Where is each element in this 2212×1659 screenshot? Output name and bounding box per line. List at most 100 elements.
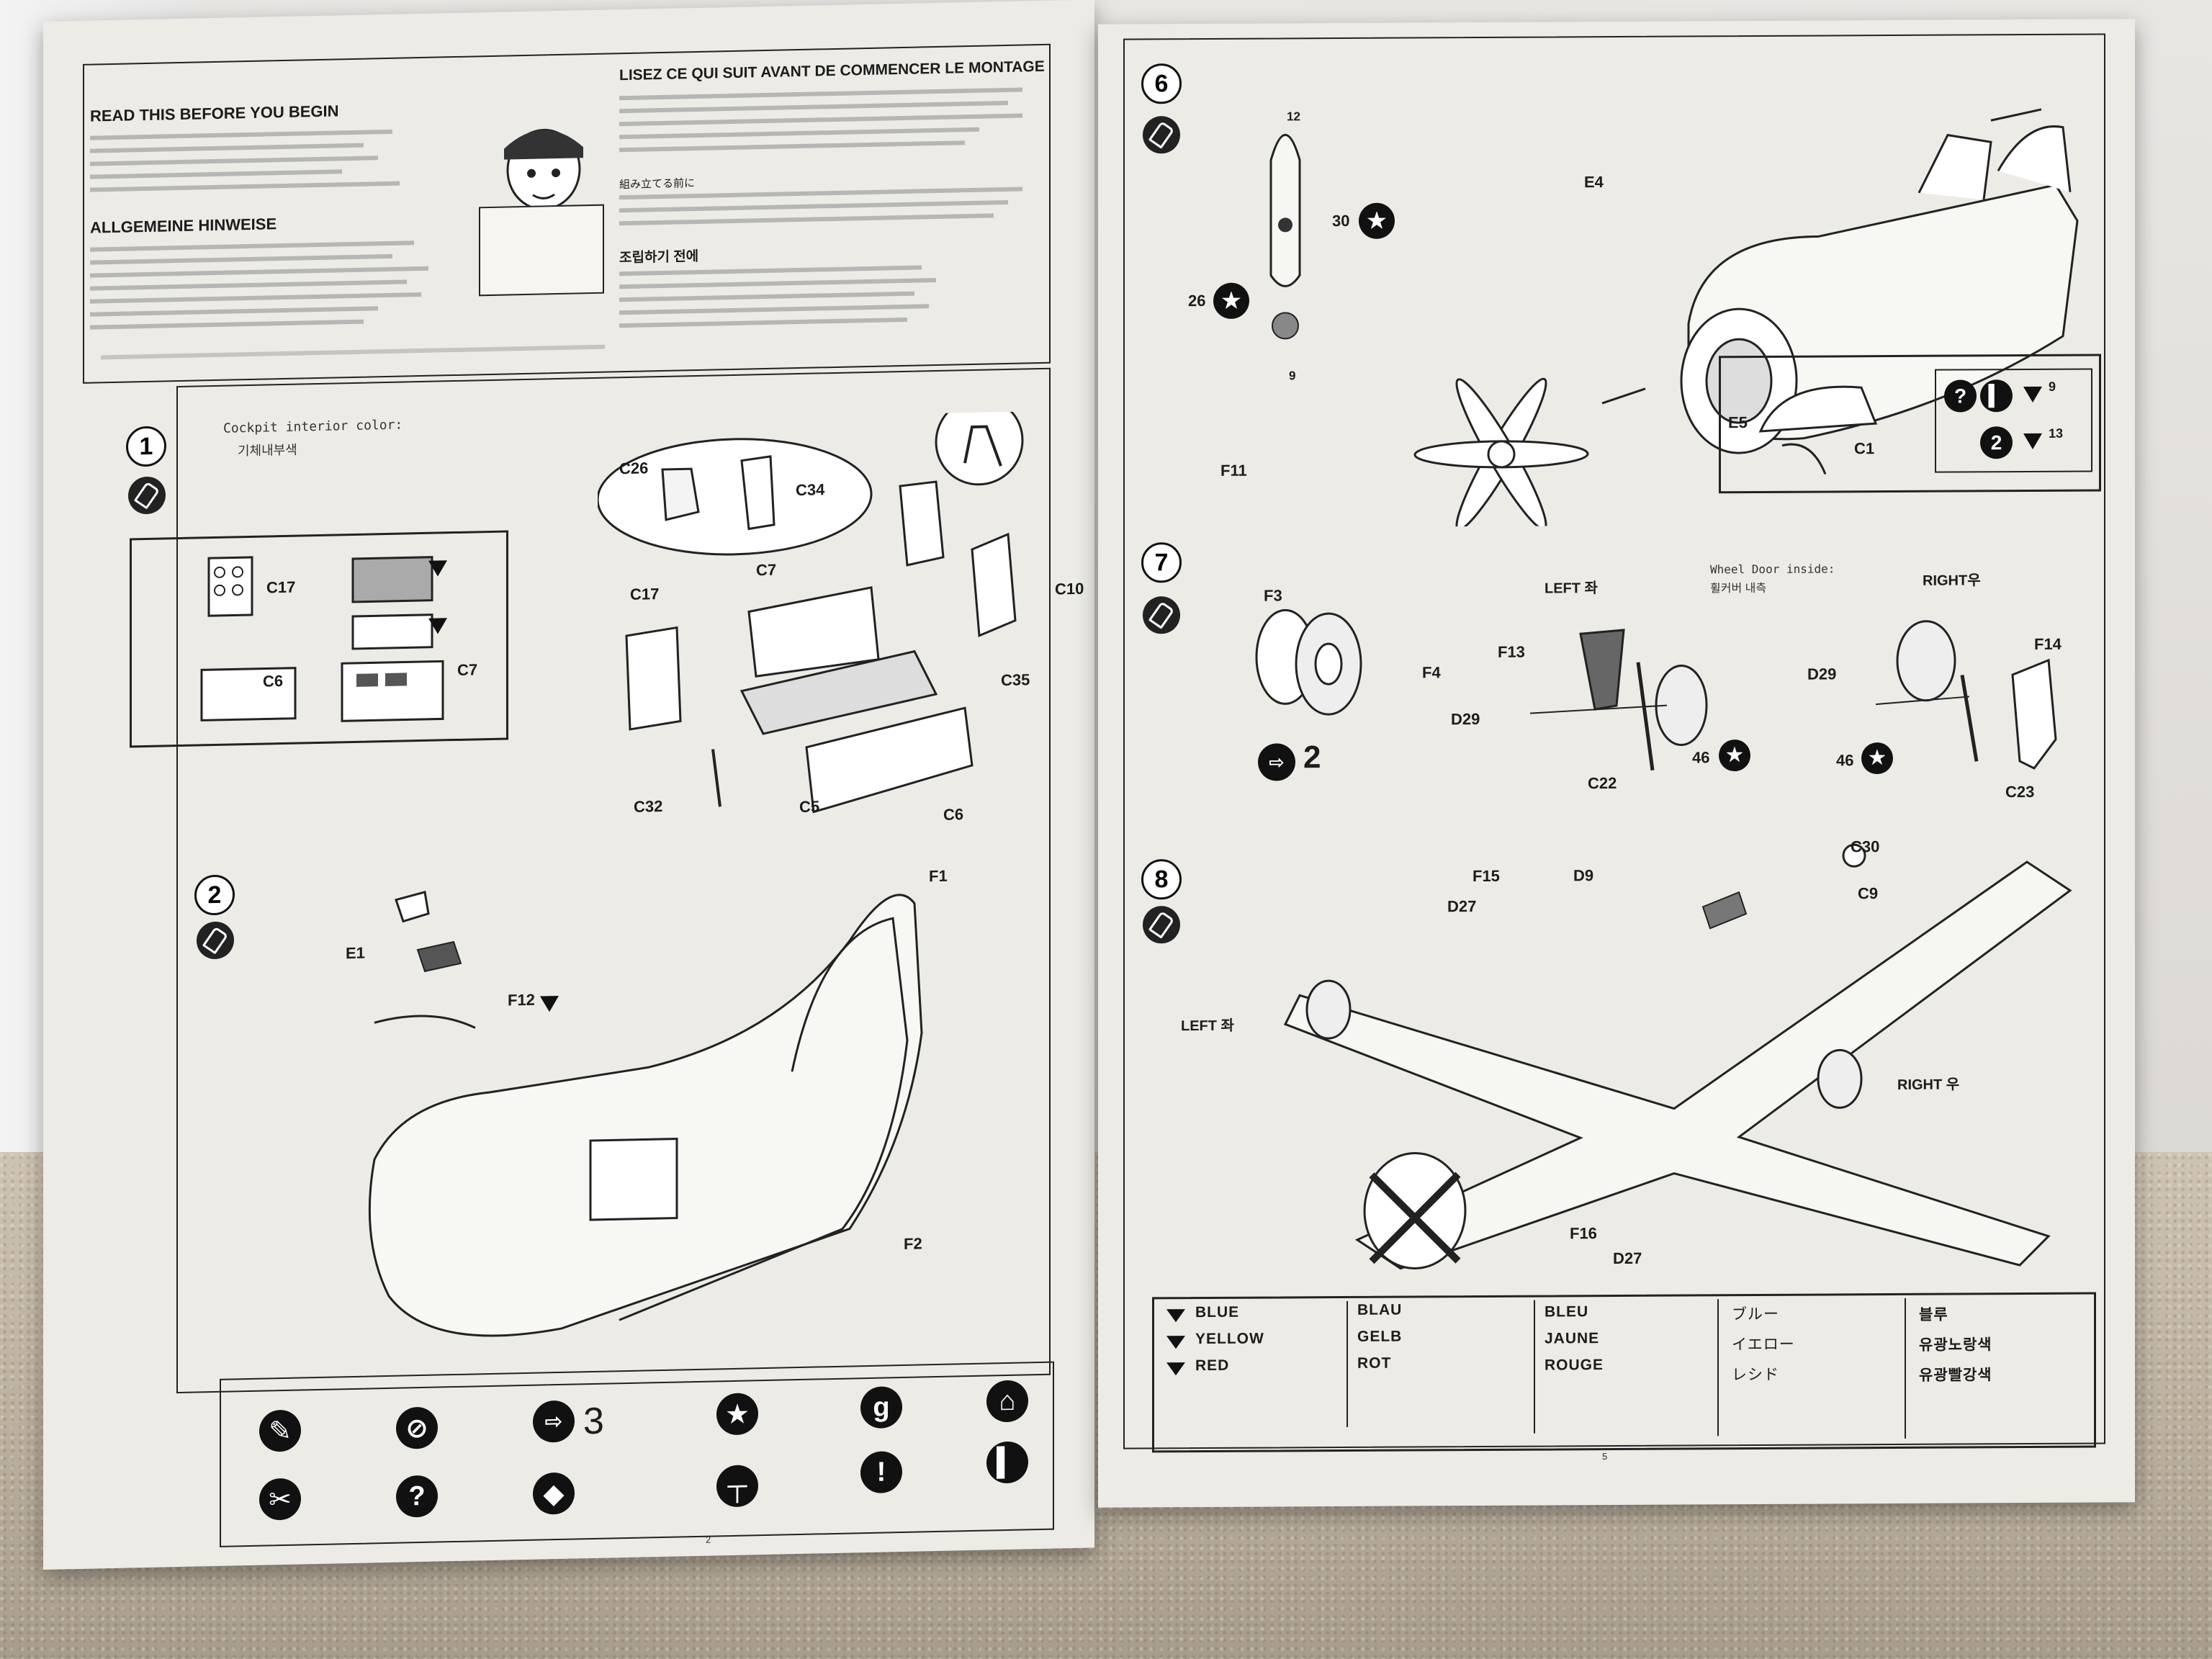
repeat-operation-icon: ⇨ xyxy=(1258,743,1295,781)
color-french: BLEU xyxy=(1545,1303,1589,1321)
decal-star-icon: ★ xyxy=(1861,742,1893,775)
part-label: C10 xyxy=(1055,579,1084,598)
paint-code-icon xyxy=(2023,433,2042,450)
part-label: C9 xyxy=(1858,884,1879,903)
part-label: C6 xyxy=(263,672,284,691)
part-label: C17 xyxy=(266,577,296,597)
color-german: ROT xyxy=(1357,1354,1392,1372)
part-label: C1 xyxy=(1854,439,1875,458)
part-label: F4 xyxy=(1422,663,1441,682)
warning-japanese: 組み立てる前に xyxy=(619,177,696,192)
part-label: D27 xyxy=(1613,1249,1642,1268)
instruction-page-right: 6 12 30 ★ 26 ★ 9 E4 F11 E5 C1 ? ▍ 9 2 xyxy=(1098,19,2135,1508)
paint-code-label: 13 xyxy=(2049,426,2064,441)
symbol-legend xyxy=(220,1361,1054,1547)
drop-tank-drawing xyxy=(1269,134,1301,340)
color-french: JAUNE xyxy=(1545,1330,1600,1347)
option-two-icon: 2 xyxy=(1980,426,2013,459)
part-label: 46 xyxy=(1836,751,1854,770)
step-1-interior-korean: 기체내부색 xyxy=(238,442,297,459)
cement-icon xyxy=(1143,116,1180,154)
part-label: C35 xyxy=(1001,670,1030,690)
step-1-detail-drawing xyxy=(200,556,444,722)
part-label: D29 xyxy=(1807,665,1837,683)
part-label: C30 xyxy=(1851,837,1880,856)
airplane-underside-drawing xyxy=(1283,843,2072,1270)
part-label: C6 xyxy=(943,805,964,824)
part-label: C22 xyxy=(1588,773,1617,793)
part-label: F13 xyxy=(1498,642,1525,661)
part-label: F15 xyxy=(1473,866,1500,886)
part-label: C5 xyxy=(799,797,820,817)
part-label: C7 xyxy=(756,560,777,580)
part-label: D29 xyxy=(1451,709,1480,729)
part-label: C7 xyxy=(457,660,478,679)
color-korean: 유광노랑색 xyxy=(1919,1336,1992,1354)
wheel-door-korean: 휠커버 내측 xyxy=(1710,582,1767,595)
part-label: 9 xyxy=(1289,369,1296,383)
wheel-door-note: Wheel Door inside: xyxy=(1710,562,1835,577)
decal-star-icon: ★ xyxy=(1719,739,1750,772)
color-japanese: イエロー xyxy=(1732,1336,1795,1354)
fuselage-assembly-drawing xyxy=(368,891,923,1337)
color-german: GELB xyxy=(1357,1328,1403,1345)
fuselage-nose-drawing xyxy=(1413,108,2079,528)
part-label: E5 xyxy=(1728,413,1748,432)
part-label: F2 xyxy=(904,1234,922,1253)
step-7-number: 7 xyxy=(1141,542,1182,583)
paint-code-label: 9 xyxy=(2049,379,2056,394)
part-label: C17 xyxy=(630,585,660,603)
warning-korean: 조립하기 전에 xyxy=(619,248,699,266)
cement-icon xyxy=(1143,906,1180,944)
part-label: E1 xyxy=(346,943,365,963)
step-8-number: 8 xyxy=(1141,859,1182,900)
part-label: C32 xyxy=(634,796,663,816)
color-french: ROUGE xyxy=(1545,1357,1604,1374)
part-label: 26 xyxy=(1188,291,1206,310)
color-korean: 블루 xyxy=(1919,1306,1948,1323)
cement-icon xyxy=(128,476,166,515)
part-label: D27 xyxy=(1447,897,1477,916)
landing-gear-drawing xyxy=(1529,620,2057,771)
part-label: F16 xyxy=(1570,1224,1597,1243)
color-japanese: ブルー xyxy=(1732,1305,1779,1323)
part-label: C23 xyxy=(2005,782,2035,801)
part-label: D9 xyxy=(1573,866,1594,885)
left-side-label: LEFT 좌 xyxy=(1545,580,1598,597)
part-label: F12 xyxy=(508,990,535,1010)
step-1-number: 1 xyxy=(126,426,166,467)
cockpit-assembly-drawing xyxy=(598,410,1024,814)
right-side-label: RIGHT우 xyxy=(1923,572,1981,589)
paint-code-icon xyxy=(428,618,447,634)
part-label: F11 xyxy=(1220,461,1247,480)
main-wheel-drawing xyxy=(1255,608,1362,716)
decal-star-icon: ★ xyxy=(1213,282,1249,319)
optional-parts-icon: ? xyxy=(1944,379,1977,413)
part-label: C26 xyxy=(619,459,649,478)
part-label: E4 xyxy=(1584,173,1604,192)
step-6-number: 6 xyxy=(1141,63,1182,104)
warning-allgemeine: ALLGEMEINE HINWEISE xyxy=(90,215,277,237)
cement-icon xyxy=(1143,596,1180,634)
color-korean: 유광빨강색 xyxy=(1919,1367,1992,1384)
part-label: F14 xyxy=(2034,634,2062,653)
paint-code-icon xyxy=(1166,1362,1185,1376)
part-label: C34 xyxy=(796,480,825,500)
color-english: BLUE xyxy=(1195,1303,1240,1321)
page-number-right: 5 xyxy=(1602,1451,1608,1462)
part-label: 12 xyxy=(1287,109,1300,124)
canopy-drawing xyxy=(1758,385,1878,475)
paint-code-icon xyxy=(428,560,447,577)
part-label: F3 xyxy=(1264,586,1282,605)
page-number-left: 2 xyxy=(706,1534,711,1545)
instruction-page-left: READ THIS BEFORE YOU BEGIN ALLGEMEINE HI… xyxy=(43,0,1094,1570)
paint-code-icon xyxy=(2023,386,2042,403)
paint-code-icon xyxy=(1166,1336,1185,1349)
color-english: YELLOW xyxy=(1195,1330,1264,1348)
repeat-count: 2 xyxy=(1303,739,1321,775)
color-japanese: レシド xyxy=(1732,1366,1779,1384)
remove-icon: ▍ xyxy=(1980,379,2013,413)
paint-code-icon xyxy=(1166,1309,1185,1323)
repeat-count: 3 xyxy=(583,1400,604,1443)
left-side-label: LEFT 좌 xyxy=(1181,1017,1234,1035)
